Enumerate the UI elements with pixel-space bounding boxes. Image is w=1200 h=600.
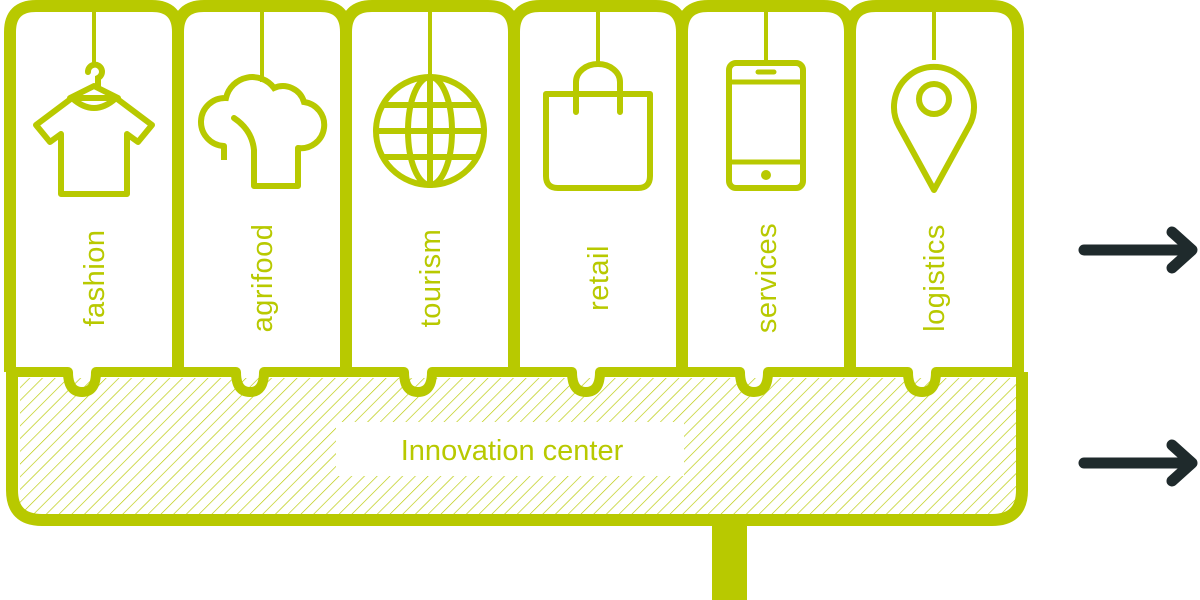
frame-outline [6,372,1028,526]
sector-label-logistics: logistics [919,224,951,332]
output-arrows [1078,226,1198,487]
sector-column-tourism: tourism [340,0,520,372]
shopping-bag-icon [543,61,653,191]
chef-hat-icon [198,74,328,189]
globe-icon [373,74,487,188]
map-pin-icon [891,64,977,193]
sector-label-services: services [751,223,783,333]
sector-label-fashion: fashion [79,229,111,326]
smartphone-icon [726,60,806,191]
sector-column-agrifood: agrifood [172,0,352,372]
sector-label-tourism: tourism [415,229,447,328]
sector-column-retail: retail [508,0,688,372]
tshirt-hanger-icon [33,61,155,197]
signpost-pole [712,520,747,600]
sector-column-services: services [676,0,856,372]
sector-label-retail: retail [583,245,615,311]
sector-columns: fashion agrifood tourism retail services logi… [4,0,1024,397]
arrow-right-icon [1078,439,1198,487]
sector-column-logistics: logistics [844,0,1024,372]
sector-label-agrifood: agrifood [247,224,279,333]
arrow-right-icon [1078,226,1198,274]
innovation-center: Innovation center [336,422,684,476]
shelf-line [12,367,1022,397]
innovation-center-box [336,422,684,476]
sector-column-fashion: fashion [4,0,184,372]
innovation-center-label: Innovation center [401,435,624,467]
